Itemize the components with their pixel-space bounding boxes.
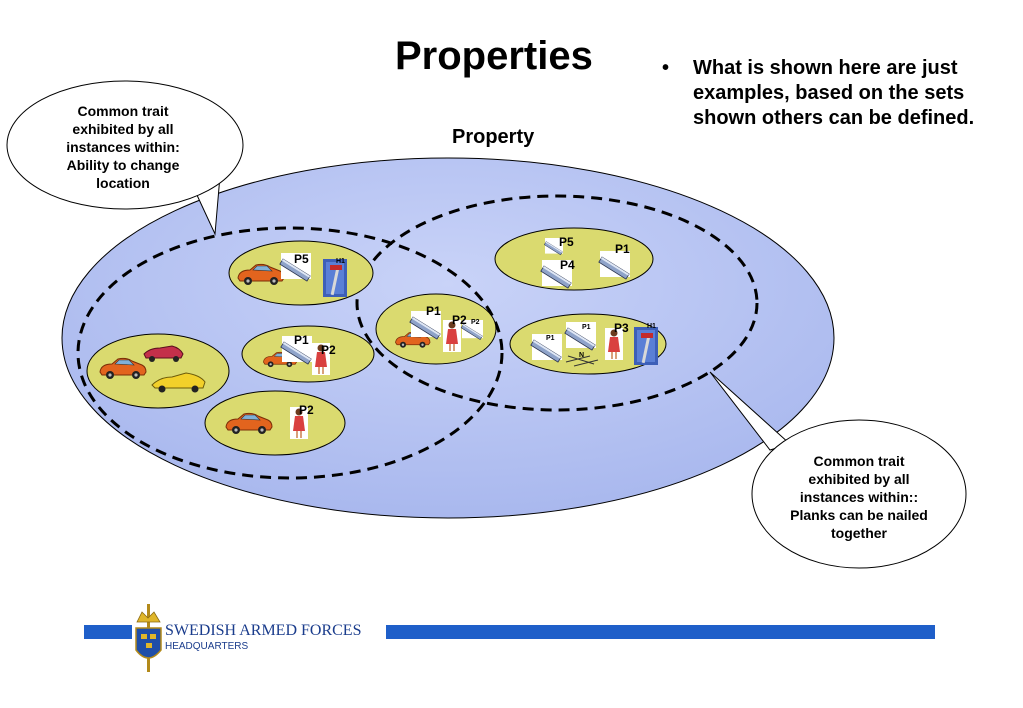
set-label: P1 xyxy=(582,324,591,331)
set-label: H1 xyxy=(336,258,345,265)
set-label: P1 xyxy=(426,304,441,318)
set-left-cars xyxy=(86,333,230,409)
sports-car-icon xyxy=(151,372,206,393)
set-label: P2 xyxy=(321,343,336,357)
nails-icon xyxy=(565,355,599,367)
callout-left-bubble xyxy=(6,80,244,236)
set-label: P2 xyxy=(452,313,467,327)
set-label: P2 xyxy=(299,403,314,417)
set-label: P2 xyxy=(471,319,480,326)
property-label: Property xyxy=(452,126,535,148)
footer-bar-right xyxy=(386,625,935,639)
set-label: P1 xyxy=(546,335,555,342)
set-label: P4 xyxy=(560,258,575,272)
set-label: P3 xyxy=(614,321,629,335)
callout-right-text: Common trait exhibited by all instances … xyxy=(790,453,928,541)
set-left-mid: P1 P2 xyxy=(241,325,375,383)
set-left-bottom: P2 xyxy=(204,390,346,456)
swedish-armed-forces-emblem xyxy=(135,604,162,672)
plank-icon xyxy=(564,321,597,351)
set-label: P1 xyxy=(615,242,630,256)
sports-car-icon xyxy=(143,345,184,362)
footer-org-subtitle: HEADQUARTERS xyxy=(165,641,249,652)
callout-left-text: Common trait exhibited by all instances … xyxy=(66,103,180,191)
slide-title: Properties xyxy=(395,34,593,78)
right-dashed-set xyxy=(355,194,759,412)
bullet-point: • What is shown here are just examples, … xyxy=(662,56,1007,131)
left-dashed-set xyxy=(76,226,504,480)
set-label: P1 xyxy=(294,333,309,347)
set-left-top: P5 H1 xyxy=(228,240,374,306)
footer-bar-left xyxy=(84,625,132,639)
set-label: P5 xyxy=(559,235,574,249)
callout-right-bubble xyxy=(709,371,967,569)
set-intersection: P1 P2 P2 xyxy=(375,293,497,365)
bullet-text: What is shown here are just examples, ba… xyxy=(693,57,975,129)
footer-org-name: SWEDISH ARMED FORCES xyxy=(165,622,362,639)
set-right-top: P5 P4 P1 xyxy=(494,227,654,291)
hammer-icon xyxy=(634,327,658,365)
set-label: H1 xyxy=(647,323,656,330)
set-right-bottom: P1 P1 P3 H1 N xyxy=(509,313,667,375)
set-label: N xyxy=(579,352,584,359)
set-label: P5 xyxy=(294,252,309,266)
bullet-marker: • xyxy=(662,57,670,79)
